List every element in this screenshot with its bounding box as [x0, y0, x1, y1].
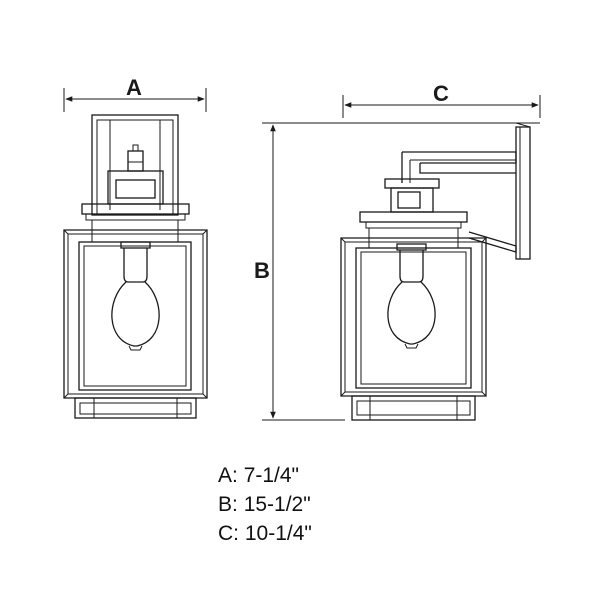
dimension-c: C	[342, 81, 541, 118]
front-bulb	[111, 241, 160, 351]
front-bottom-band	[74, 397, 197, 419]
dimension-legend: A: 7-1/4" B: 15-1/2" C: 10-1/4"	[218, 461, 312, 548]
front-cage	[63, 220, 208, 399]
side-bottom-band	[351, 395, 476, 421]
side-cap	[359, 178, 468, 229]
legend-value: 7-1/4"	[243, 464, 300, 487]
legend-key: C:	[218, 522, 239, 545]
dimension-b-label: B	[254, 258, 270, 283]
legend-row-c: C: 10-1/4"	[218, 519, 312, 548]
front-cap	[81, 144, 190, 221]
dimension-b: B	[254, 122, 540, 421]
side-arm	[401, 151, 517, 253]
legend-row-b: B: 15-1/2"	[218, 490, 312, 519]
side-view: C B	[254, 81, 541, 421]
legend-row-a: A: 7-1/4"	[218, 461, 312, 490]
legend-value: 10-1/4"	[244, 522, 312, 545]
side-bulb	[387, 243, 436, 349]
side-wall-plate	[515, 122, 531, 260]
legend-key: A:	[218, 464, 238, 487]
dimension-a: A	[63, 75, 207, 112]
front-back-plate	[91, 114, 179, 216]
legend-key: B:	[218, 493, 238, 516]
legend-value: 15-1/2"	[243, 493, 311, 516]
front-view: A	[63, 75, 208, 419]
dimension-c-label: C	[433, 81, 449, 106]
side-cage	[340, 228, 487, 397]
dimension-a-label: A	[126, 75, 142, 100]
